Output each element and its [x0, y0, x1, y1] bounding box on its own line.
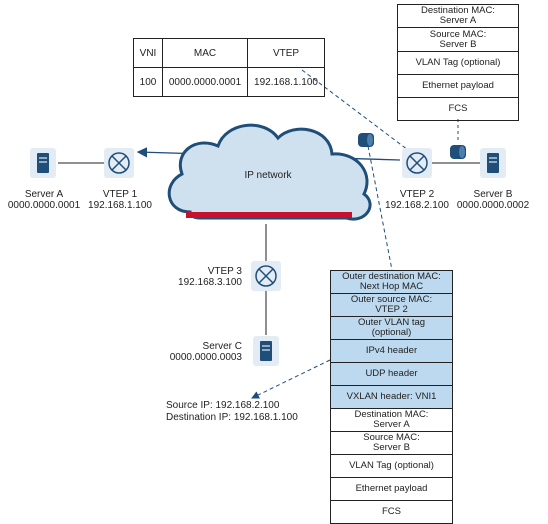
vni-mac-vtep-table: VNI MAC VTEP 100 0000.0000.0001 192.168.… — [133, 38, 325, 97]
frame-field: VXLAN header: VNI1 — [331, 386, 452, 409]
packet-icon — [358, 133, 374, 147]
packet-icon — [450, 145, 466, 159]
vtep1-icon — [104, 148, 134, 178]
vtep3-name: VTEP 3 — [207, 266, 242, 277]
field-line-1: UDP header — [365, 368, 418, 379]
field-line-2: Next Hop MAC — [359, 281, 424, 292]
frame-field: Ethernet payload — [331, 478, 452, 501]
frame-field: IPv4 header — [331, 340, 452, 363]
dash-outer-frame-to-ip — [251, 359, 331, 399]
dash-packet-to-outer-frame — [367, 145, 393, 271]
server-a-name: Server A — [24, 189, 64, 200]
ip-network-cloud — [167, 123, 372, 221]
field-line-2: (optional) — [371, 327, 412, 338]
vtep1-ip: 192.168.1.100 — [88, 200, 152, 211]
frame-field: VLAN Tag (optional) — [398, 52, 518, 75]
server-b-name: Server B — [473, 189, 513, 200]
table-header-cell: MAC — [162, 38, 248, 68]
server-a-mac: 0000.0000.0001 — [7, 200, 81, 211]
server-c-name: Server C — [202, 341, 242, 352]
frame-field: UDP header — [331, 363, 452, 386]
frame-field: Ethernet payload — [398, 75, 518, 98]
vtep2-icon — [402, 148, 432, 178]
frame-field: Destination MAC:Server A — [331, 409, 452, 432]
field-line-1: FCS — [382, 506, 401, 517]
field-line-2: Server B — [373, 442, 410, 453]
original-ethernet-frame: Destination MAC:Server A Source MAC:Serv… — [397, 4, 519, 121]
server-b-mac: 0000.0000.0002 — [456, 200, 530, 211]
field-line-1: Outer source MAC: — [350, 294, 433, 305]
field-line-1: Source MAC: — [363, 432, 420, 443]
frame-field: VLAN Tag (optional) — [331, 455, 452, 478]
field-line-2: Server A — [373, 419, 410, 430]
field-line-1: Outer destination MAC: — [342, 271, 441, 282]
field-line-1: Source MAC: — [429, 28, 487, 40]
frame-field: Destination MAC:Server A — [398, 5, 518, 28]
table-header-cell: VNI — [133, 38, 163, 68]
destination-ip-label: Destination IP: 192.168.1.100 — [166, 412, 298, 423]
vtep3-icon — [251, 261, 281, 291]
frame-field: FCS — [331, 501, 452, 524]
field-line-1: Ethernet payload — [422, 80, 494, 91]
frame-field: Source MAC:Server B — [398, 28, 518, 52]
vtep2-ip: 192.168.2.100 — [385, 200, 449, 211]
server-c-icon — [253, 336, 279, 366]
field-line-1: IPv4 header — [365, 345, 418, 356]
table-cell: 192.168.1.100 — [247, 67, 325, 97]
cloud-label: IP network — [244, 170, 292, 181]
server-b-icon — [480, 148, 506, 178]
frame-field: Outer destination MAC:Next Hop MAC — [331, 271, 452, 294]
field-line-1: Destination MAC: — [421, 5, 495, 16]
table-cell: 0000.0000.0001 — [162, 67, 248, 97]
field-line-2: VTEP 2 — [375, 304, 408, 315]
frame-field: Source MAC:Server B — [331, 432, 452, 455]
field-line-1: FCS — [448, 103, 468, 114]
table-header-cell: VTEP — [247, 38, 325, 68]
frame-field: Outer source MAC:VTEP 2 — [331, 294, 452, 317]
server-c-mac: 0000.0000.0003 — [169, 352, 242, 363]
field-line-1: VLAN Tag (optional) — [349, 460, 434, 471]
vxlan-encapsulated-frame: Outer destination MAC:Next Hop MAC Outer… — [330, 270, 453, 524]
field-line-1: VXLAN header: VNI1 — [346, 391, 437, 402]
field-line-2: Server A — [439, 15, 477, 26]
vtep1-name: VTEP 1 — [102, 189, 138, 200]
field-line-2: Server B — [439, 38, 477, 50]
server-a-icon — [30, 148, 56, 178]
field-line-1: Outer VLAN tag — [357, 317, 426, 328]
field-line-1: Destination MAC: — [354, 409, 429, 420]
table-row: 100 0000.0000.0001 192.168.1.100 — [133, 67, 325, 97]
frame-field: Outer VLAN tag(optional) — [331, 317, 452, 340]
table-header-row: VNI MAC VTEP — [133, 38, 325, 68]
table-cell: 100 — [133, 67, 163, 97]
frame-field: FCS — [398, 98, 518, 121]
field-line-1: VLAN Tag (optional) — [415, 57, 501, 68]
vtep3-ip: 192.168.3.100 — [178, 277, 242, 288]
field-line-1: Ethernet payload — [355, 483, 428, 494]
source-ip-label: Source IP: 192.168.2.100 — [166, 400, 280, 411]
vtep2-name: VTEP 2 — [399, 189, 435, 200]
